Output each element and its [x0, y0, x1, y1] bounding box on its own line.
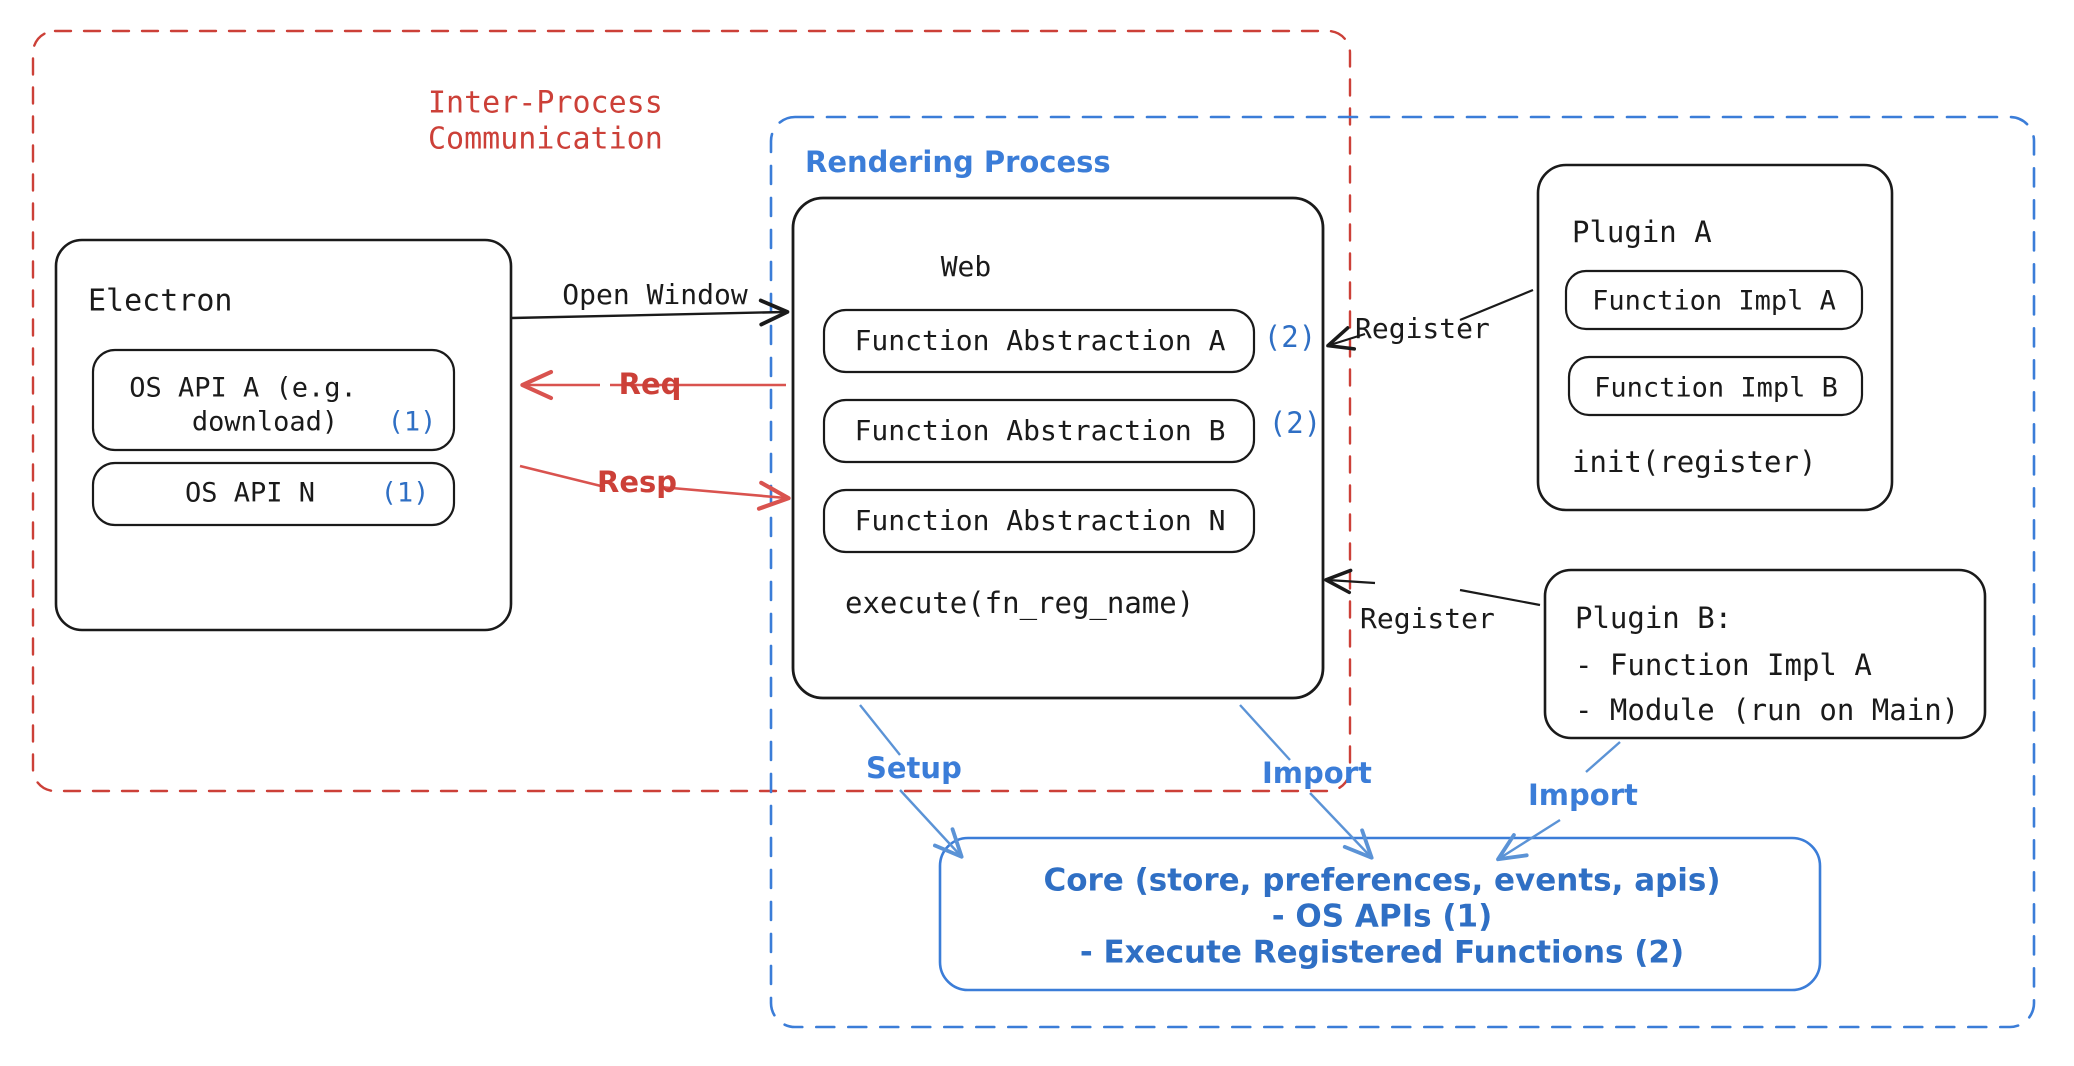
function-abstraction-a-label: Function Abstraction A — [855, 324, 1226, 357]
web-execute-label: execute(fn_reg_name) — [845, 586, 1194, 621]
import-web-arrow — [1239, 704, 1374, 860]
register-a-label: Register — [1355, 312, 1490, 345]
function-abstraction-n-label: Function Abstraction N — [855, 504, 1226, 537]
core-line-1: Core (store, preferences, events, apis) — [1043, 863, 1720, 899]
os-api-n-label: OS API N — [185, 478, 315, 509]
register-b-label: Register — [1360, 602, 1495, 635]
import-plugin-label: Import — [1528, 778, 1638, 812]
core-line-3: - Execute Registered Functions (2) — [1080, 935, 1684, 971]
open-window-arrow — [511, 298, 790, 327]
req-label: Req — [619, 367, 682, 401]
register-b-arrow — [1324, 568, 1541, 607]
rendering-group-label: Rendering Process — [805, 145, 1111, 179]
ipc-group-label-line2: Communication — [428, 122, 663, 157]
core-line-2: - OS APIs (1) — [1272, 899, 1493, 935]
electron-node-shape — [54, 238, 513, 632]
import-web-label: Import — [1262, 756, 1372, 790]
os-api-a-marker: (1) — [388, 407, 437, 438]
web-node-shape — [791, 196, 1325, 700]
plugin-a-node-shape — [1536, 163, 1894, 512]
ipc-group-border — [31, 29, 1352, 793]
rendering-group-border — [769, 115, 2036, 1029]
resp-label: Resp — [597, 465, 677, 499]
register-a-arrow — [1326, 288, 1534, 351]
plugin-b-title: Plugin B: — [1575, 601, 1732, 635]
function-abstraction-a-marker: (2) — [1264, 320, 1316, 354]
electron-title: Electron — [88, 284, 233, 319]
os-api-n-marker: (1) — [381, 478, 430, 509]
web-title: Web — [941, 250, 992, 283]
open-window-label: Open Window — [562, 278, 748, 311]
ipc-group-label-line1: Inter-Process — [428, 86, 663, 121]
function-impl-b-label: Function Impl B — [1594, 373, 1838, 404]
function-abstraction-b-label: Function Abstraction B — [855, 414, 1226, 447]
core-node-shape — [938, 836, 1822, 992]
setup-label: Setup — [866, 751, 962, 785]
import-plugin-arrow — [1496, 741, 1621, 862]
function-impl-a-label: Function Impl A — [1592, 286, 1836, 317]
plugin-b-item-1: - Function Impl A — [1575, 648, 1872, 682]
os-api-a-label-line2: download) — [192, 407, 338, 438]
function-abstraction-b-marker: (2) — [1269, 406, 1321, 440]
os-api-a-label-line1: OS API A (e.g. — [129, 373, 357, 404]
plugin-a-title: Plugin A — [1572, 215, 1712, 249]
resp-arrow — [519, 464, 791, 511]
plugin-a-init-label: init(register) — [1572, 445, 1816, 479]
plugin-b-item-2: - Module (run on Main) — [1575, 693, 1959, 727]
setup-arrow — [859, 704, 964, 859]
plugin-b-node-shape — [1543, 568, 1987, 740]
